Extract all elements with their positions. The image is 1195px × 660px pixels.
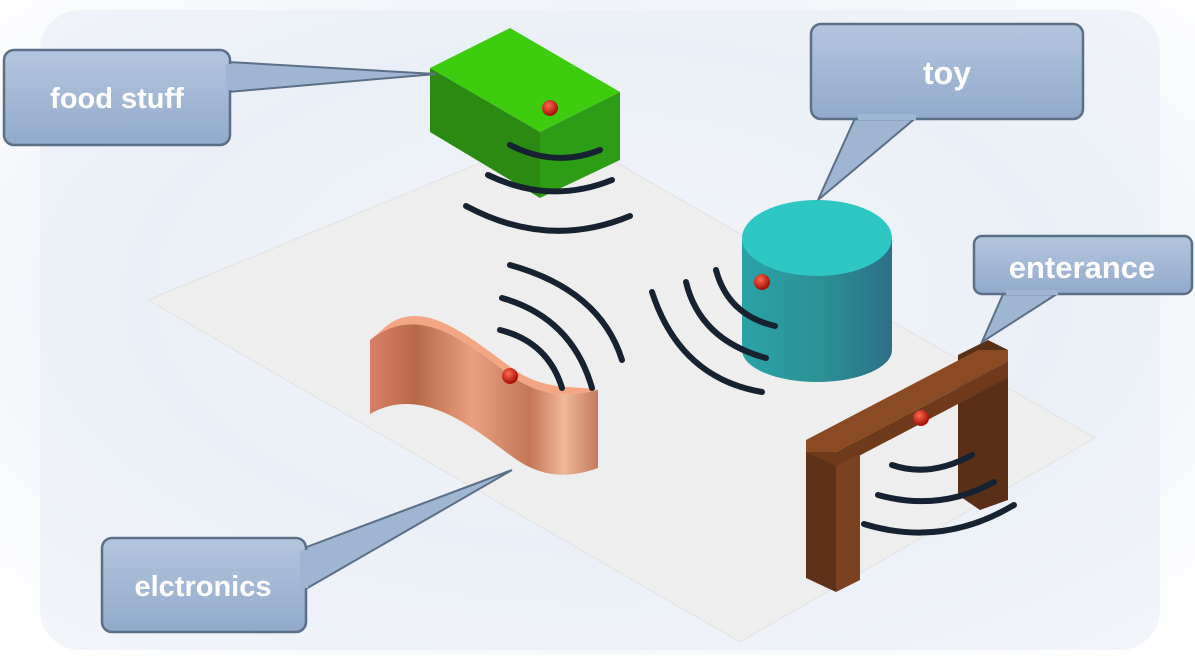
electronics-wave [370, 316, 598, 475]
entrance-gate [806, 340, 1008, 592]
callout-electronics: elctronics [100, 469, 513, 634]
gate-sensor-dot [913, 410, 929, 426]
callout-food-stuff: food stuff [2, 48, 437, 147]
food-sensor-dot [542, 100, 558, 116]
electronics-sensor-dot [502, 368, 518, 384]
label-toy: toy [923, 55, 971, 91]
gate-left-post-front [806, 452, 836, 592]
toy-sensor-dot [754, 274, 770, 290]
food-box-left-face [430, 68, 540, 198]
food-arc-3 [463, 203, 633, 234]
gate-signal-arcs [861, 452, 1017, 536]
gate-beam-top [806, 350, 1008, 452]
electronics-front-face [370, 324, 598, 475]
electronics-arc-3 [497, 327, 565, 391]
food-arc-2 [485, 172, 615, 195]
gate-left-post-side [836, 454, 860, 592]
electronics-arc-1 [507, 262, 625, 363]
callout-food-joint [226, 64, 232, 90]
gate-beam-front [806, 362, 1008, 468]
callout-entrance-box [972, 234, 1194, 296]
toy-arc-1 [713, 267, 778, 329]
callout-entrance: enterance [972, 234, 1194, 345]
toy-arc-2 [683, 279, 769, 361]
callout-electronics-joint [300, 550, 308, 588]
label-food-stuff: food stuff [50, 83, 184, 115]
toy-signal-arcs [649, 267, 778, 395]
electronics-signal-arcs [497, 262, 625, 391]
gate-arc-3 [861, 502, 1017, 536]
label-entrance: enterance [1009, 250, 1155, 285]
electronics-arc-2 [499, 295, 595, 391]
food-box-right-face [540, 92, 620, 198]
label-electronics: elctronics [135, 571, 272, 603]
toy-cylinder-side [742, 240, 892, 382]
gate-arc-2 [875, 479, 997, 505]
callout-toy-box [809, 22, 1085, 121]
toy-cylinder [742, 200, 892, 382]
food-box-top [430, 28, 620, 132]
electronics-top-edge [370, 316, 598, 395]
food-arc-1 [507, 142, 603, 161]
callout-entrance-joint [1006, 290, 1058, 295]
toy-cylinder-top [742, 200, 892, 276]
callout-toy: toy [809, 22, 1085, 201]
gate-arc-1 [889, 452, 975, 473]
food-signal-arcs [463, 142, 633, 234]
callout-food-box [2, 48, 232, 147]
toy-arc-3 [649, 289, 765, 395]
food-stuff-box [430, 28, 620, 198]
callout-toy-joint [858, 114, 916, 120]
